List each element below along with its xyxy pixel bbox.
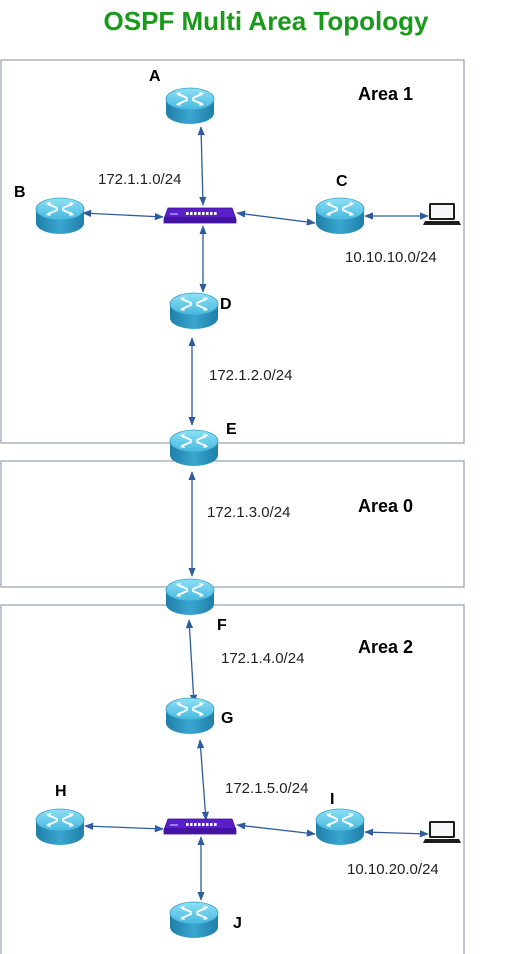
area-0-label: Area 0 <box>358 496 413 516</box>
network-label: 172.1.5.0/24 <box>225 780 308 797</box>
area-1-label: Area 1 <box>358 84 413 104</box>
link-i-pc2 <box>364 828 429 838</box>
router-e-icon[interactable] <box>169 429 219 466</box>
router-c-icon[interactable] <box>315 197 365 234</box>
link-sw2-g <box>196 739 210 821</box>
diagram-title: OSPF Multi Area Topology <box>104 6 430 36</box>
router-label-i: I <box>330 791 334 808</box>
router-f-icon[interactable] <box>165 578 215 615</box>
area-0-box <box>0 460 465 588</box>
network-label: 172.1.2.0/24 <box>209 367 292 384</box>
router-label-j: J <box>233 915 242 932</box>
area-2-label: Area 2 <box>358 637 413 657</box>
area-2-box <box>0 604 465 954</box>
router-g-icon[interactable] <box>165 697 215 734</box>
area-1-box <box>0 59 465 444</box>
network-label: 172.1.3.0/24 <box>207 504 290 521</box>
link-f-g <box>185 619 198 704</box>
router-label-c: C <box>336 173 348 190</box>
laptop-icon[interactable] <box>423 821 461 843</box>
link-sw2-h <box>84 822 164 833</box>
link-sw1-c <box>236 210 316 226</box>
network-label: 172.1.1.0/24 <box>98 171 181 188</box>
router-j-icon[interactable] <box>169 901 219 938</box>
router-i-icon[interactable] <box>315 808 365 845</box>
link-sw1-a <box>197 126 207 206</box>
links-layer <box>82 126 429 901</box>
devices-layer <box>35 87 461 938</box>
router-label-d: D <box>220 296 232 313</box>
router-label-e: E <box>226 421 237 438</box>
router-label-g: G <box>221 710 233 727</box>
link-sw2-i <box>236 822 316 837</box>
router-d-icon[interactable] <box>169 292 219 329</box>
router-b-icon[interactable] <box>35 197 85 234</box>
router-label-b: B <box>14 184 26 201</box>
network-label: 10.10.20.0/24 <box>347 861 439 878</box>
network-label: 172.1.4.0/24 <box>221 650 304 667</box>
router-a-icon[interactable] <box>165 87 215 124</box>
router-label-a: A <box>149 68 161 85</box>
router-label-h: H <box>55 783 67 800</box>
switch-icon[interactable] <box>163 207 237 224</box>
laptop-icon[interactable] <box>423 203 461 225</box>
network-label: 10.10.10.0/24 <box>345 249 437 266</box>
router-label-f: F <box>217 617 227 634</box>
router-h-icon[interactable] <box>35 808 85 845</box>
link-sw1-b <box>82 209 164 221</box>
switch-icon[interactable] <box>163 818 237 835</box>
